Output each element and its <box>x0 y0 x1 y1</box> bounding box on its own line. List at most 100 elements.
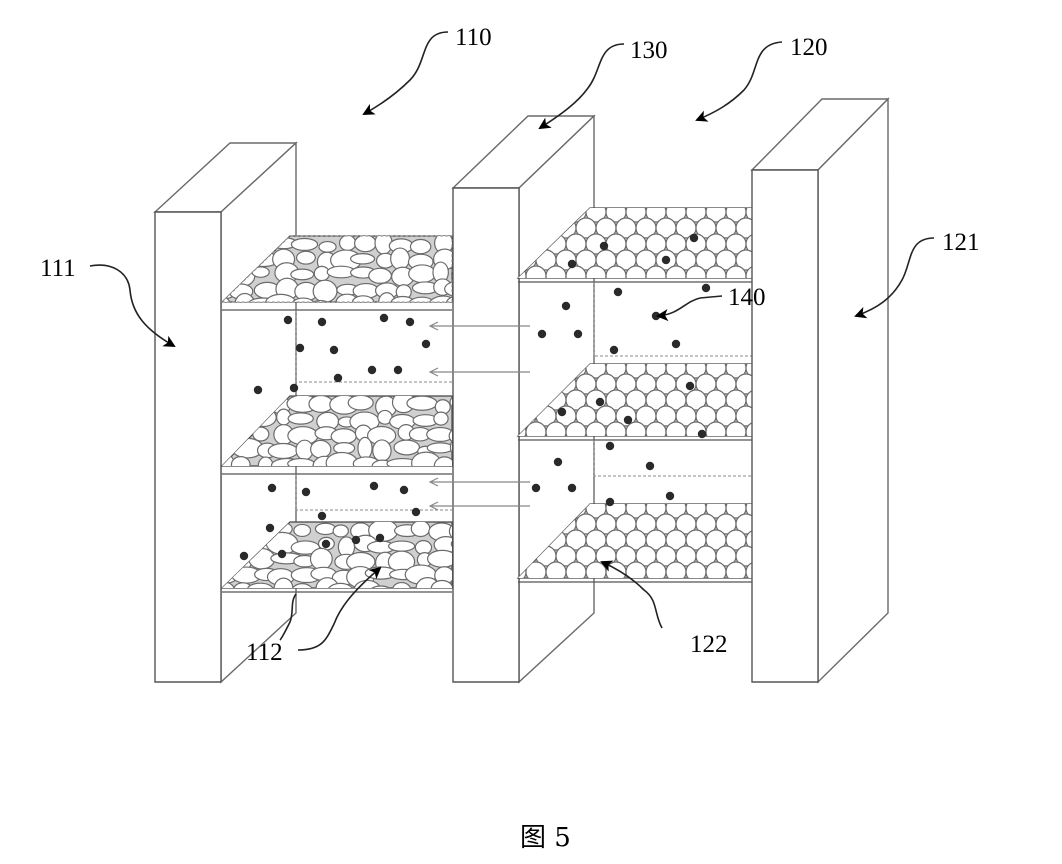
particle <box>376 534 384 542</box>
pore-bubble <box>391 296 415 309</box>
pore-bubble <box>355 235 377 252</box>
label-140: 140 <box>728 284 766 311</box>
particle <box>266 524 274 532</box>
pore-bubble <box>333 525 348 537</box>
pore-bubble <box>394 440 419 455</box>
pore-bubble <box>291 238 317 250</box>
particle <box>690 234 698 242</box>
pore-bubble <box>434 412 448 425</box>
pore-bubble <box>393 583 411 597</box>
pore-bubble <box>427 443 453 453</box>
pore-cell <box>666 266 686 286</box>
particle <box>322 540 330 548</box>
particle <box>368 366 376 374</box>
pore-cell <box>726 422 746 442</box>
particle <box>254 386 262 394</box>
pore-bubble <box>313 280 337 302</box>
pore-cell <box>646 266 666 286</box>
pore-bubble <box>369 268 392 283</box>
pore-bubble <box>410 240 430 254</box>
particle <box>406 318 414 326</box>
pore-cell <box>596 578 616 598</box>
particle <box>646 462 654 470</box>
particle <box>624 416 632 424</box>
pore-cell <box>716 578 736 598</box>
particle <box>296 344 304 352</box>
pore-cell <box>686 266 706 286</box>
particle <box>606 442 614 450</box>
pore-bubble <box>358 437 372 459</box>
pore-cell <box>606 422 626 442</box>
pore-cell <box>636 578 656 598</box>
pore-cell <box>666 422 686 442</box>
pore-cell <box>626 422 646 442</box>
pore-cell <box>606 266 626 286</box>
particle <box>352 536 360 544</box>
pore-bubble <box>407 396 437 410</box>
pore-cell <box>726 562 746 582</box>
pore-cell <box>686 562 706 582</box>
particle <box>662 256 670 264</box>
pore-bubble <box>354 580 380 599</box>
particle <box>318 318 326 326</box>
particle <box>558 408 566 416</box>
particle <box>610 346 618 354</box>
pore-bubble <box>297 251 316 264</box>
label-121: 121 <box>942 229 980 256</box>
pore-bubble <box>340 235 356 250</box>
pore-bubble <box>391 248 410 269</box>
pore-bubble <box>319 242 336 253</box>
particle <box>278 550 286 558</box>
label-120: 120 <box>790 34 828 61</box>
particle <box>686 382 694 390</box>
particle <box>318 512 326 520</box>
pore-cell <box>706 422 726 442</box>
pore-cell <box>656 578 676 598</box>
particle <box>422 340 430 348</box>
right-plate-121 <box>752 99 888 682</box>
label-112: 112 <box>246 639 283 666</box>
pore-bubble <box>315 523 335 534</box>
particle <box>334 374 342 382</box>
particle <box>370 482 378 490</box>
pore-cell <box>666 562 686 582</box>
pore-cell <box>696 578 716 598</box>
particle <box>268 484 276 492</box>
pore-bubble <box>431 580 453 597</box>
particle <box>702 284 710 292</box>
particle <box>554 458 562 466</box>
pore-bubble <box>294 524 311 536</box>
pore-bubble <box>348 395 373 410</box>
pore-bubble <box>373 440 391 461</box>
particle <box>600 242 608 250</box>
particle <box>672 340 680 348</box>
particle <box>666 492 674 500</box>
particle <box>394 366 402 374</box>
pore-bubble <box>310 548 332 569</box>
pore-bubble <box>311 440 331 458</box>
particle <box>412 508 420 516</box>
pore-bubble <box>409 265 436 283</box>
pore-bubble <box>331 429 356 444</box>
particle <box>400 486 408 494</box>
particle <box>330 346 338 354</box>
label-130: 130 <box>630 37 668 64</box>
pore-cell <box>726 266 746 286</box>
label-122: 122 <box>690 631 728 658</box>
figure-caption: 图 5 <box>520 823 571 853</box>
pore-cell <box>646 562 666 582</box>
particle <box>290 384 298 392</box>
particle <box>614 288 622 296</box>
pore-cell <box>706 266 726 286</box>
particle <box>568 484 576 492</box>
particle <box>606 498 614 506</box>
pore-bubble <box>288 413 313 424</box>
pore-cell <box>626 266 646 286</box>
particle <box>562 302 570 310</box>
label-111: 111 <box>40 255 76 282</box>
pore-bubble <box>389 541 415 551</box>
particle <box>302 488 310 496</box>
pore-cell <box>626 562 646 582</box>
label-110: 110 <box>455 24 492 51</box>
